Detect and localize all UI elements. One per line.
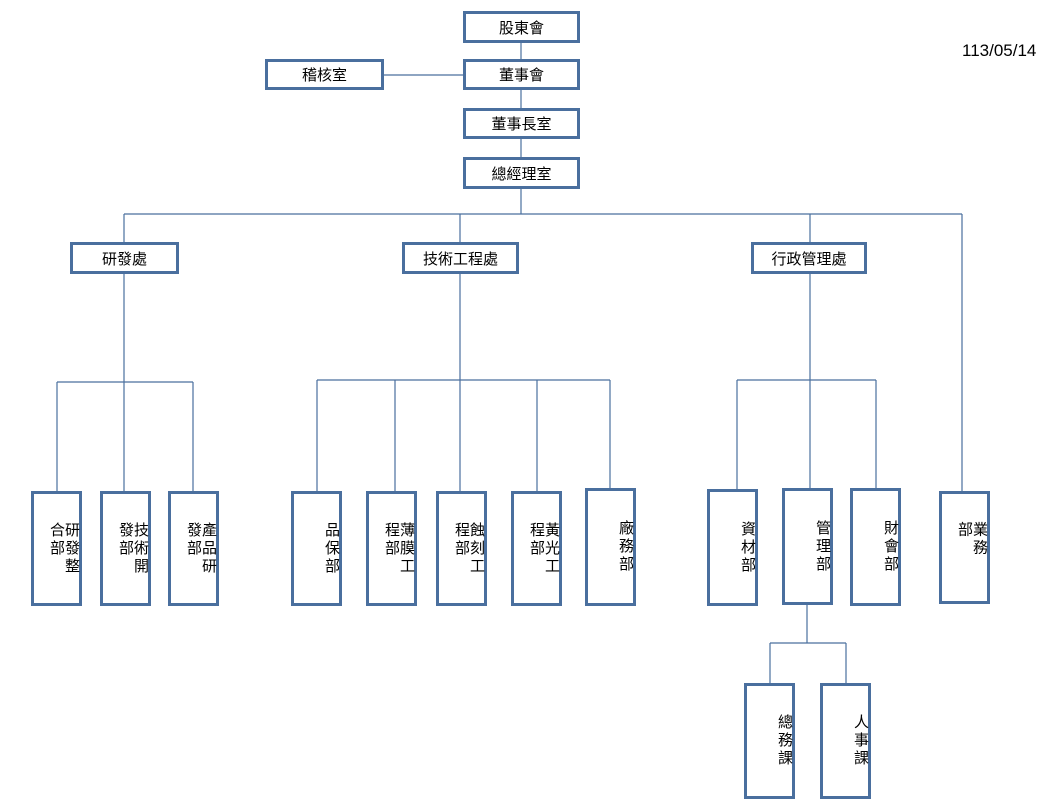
sales-label: 業務部 xyxy=(956,520,989,557)
tech-division-label: 技術工程處 xyxy=(422,249,498,268)
plant-label: 廠務部 xyxy=(617,520,635,574)
finance-box: 財會部 xyxy=(850,488,901,606)
product-rd-label: 產品研發部 xyxy=(185,521,218,576)
board-box: 董事會 xyxy=(463,59,580,90)
thin-film-label: 薄膜工程部 xyxy=(383,521,416,576)
rd-integration-label: 研發整合部 xyxy=(48,521,81,576)
materials-box: 資材部 xyxy=(707,489,758,606)
product-rd-box: 產品研發部 xyxy=(168,491,219,606)
plant-box: 廠務部 xyxy=(585,488,636,606)
rd-integration-box: 研發整合部 xyxy=(31,491,82,606)
admin-division-box: 行政管理處 xyxy=(751,242,867,274)
tech-dev-box: 技術開發部 xyxy=(100,491,151,606)
etching-box: 蝕刻工程部 xyxy=(436,491,487,606)
audit-label: 稽核室 xyxy=(301,66,347,84)
general-affairs-label: 總務課 xyxy=(776,714,794,768)
hr-box: 人事課 xyxy=(820,683,871,799)
sales-box: 業務部 xyxy=(939,491,990,604)
chairman-label: 董事長室 xyxy=(491,115,552,133)
audit-box: 稽核室 xyxy=(265,59,384,90)
etching-label: 蝕刻工程部 xyxy=(453,521,486,576)
qa-label: 品保部 xyxy=(323,521,341,576)
photo-label: 黃光工程部 xyxy=(528,521,561,576)
shareholders-label: 股東會 xyxy=(498,18,544,37)
qa-box: 品保部 xyxy=(291,491,342,606)
materials-label: 資材部 xyxy=(739,520,757,575)
gm-box: 總經理室 xyxy=(463,157,580,189)
thin-film-box: 薄膜工程部 xyxy=(366,491,417,606)
gm-label: 總經理室 xyxy=(491,164,552,183)
finance-label: 財會部 xyxy=(882,520,900,574)
tech-division-box: 技術工程處 xyxy=(402,242,519,274)
photo-box: 黃光工程部 xyxy=(511,491,562,606)
date-label: 113/05/14 xyxy=(962,41,1037,60)
management-label: 管理部 xyxy=(814,519,832,574)
board-label: 董事會 xyxy=(498,66,544,84)
rd-division-label: 研發處 xyxy=(101,249,147,268)
hr-label: 人事課 xyxy=(852,714,870,768)
chairman-box: 董事長室 xyxy=(463,108,580,139)
shareholders-box: 股東會 xyxy=(463,11,580,43)
management-box: 管理部 xyxy=(782,488,833,605)
rd-division-box: 研發處 xyxy=(70,242,179,274)
general-affairs-box: 總務課 xyxy=(744,683,795,799)
tech-dev-label: 技術開發部 xyxy=(117,521,150,576)
admin-division-label: 行政管理處 xyxy=(771,249,847,268)
